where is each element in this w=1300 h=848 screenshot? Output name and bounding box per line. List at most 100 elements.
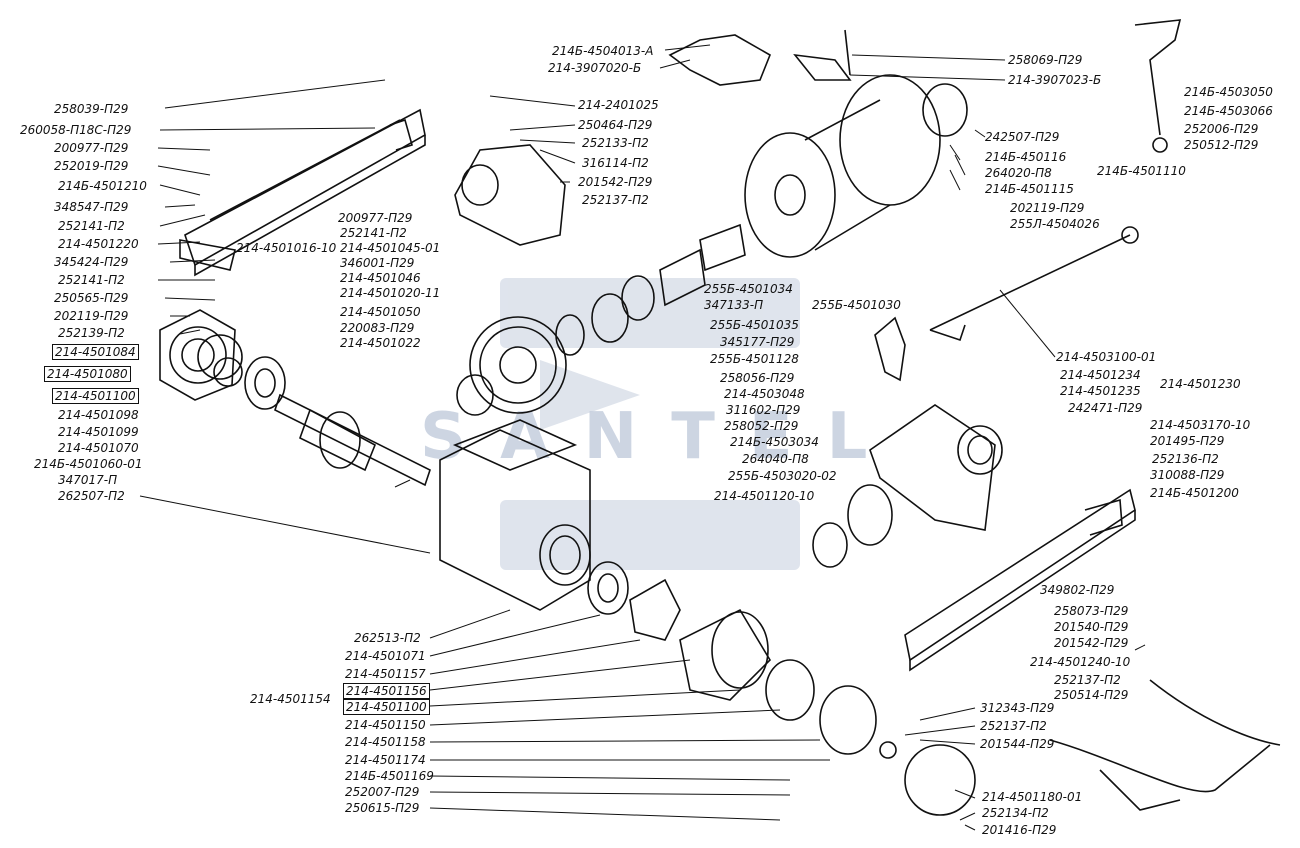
input-shaft [274, 393, 431, 487]
part-label: 250514-П29 [1054, 688, 1129, 702]
part-label: 214-4501220 [58, 237, 139, 251]
part-label-boxed: 214-4501100 [52, 388, 139, 404]
clutch-drum [679, 608, 877, 755]
part-label: 214-4501050 [340, 305, 421, 319]
part-label: 214-4501020-11 [340, 286, 441, 300]
part-label: 258056-П29 [720, 371, 795, 385]
part-label-boxed: 214-4501156 [343, 683, 430, 699]
part-label: 258039-П29 [54, 102, 129, 116]
part-label: 220083-П29 [340, 321, 415, 335]
part-label: 258069-П29 [1008, 53, 1083, 67]
part-label: 214-4501070 [58, 441, 139, 455]
part-label: 214-4501099 [58, 425, 139, 439]
part-label: 214Б-4501110 [1097, 164, 1186, 178]
part-label: 316114-П2 [582, 156, 649, 170]
part-label: 242471-П29 [1068, 401, 1143, 415]
part-label: 252136-П2 [1152, 452, 1219, 466]
part-label: 201495-П29 [1150, 434, 1225, 448]
part-label: 255Б-4501128 [710, 352, 799, 366]
part-label: 214Б-4503034 [730, 435, 819, 449]
spring-clip [1049, 679, 1281, 811]
part-label: 214-4501235 [1060, 384, 1141, 398]
part-label: 214-4501016-10 [236, 241, 337, 255]
top-right-lever [1134, 19, 1182, 153]
part-label: 250565-П29 [54, 291, 129, 305]
coupling [812, 484, 893, 568]
part-label: 214Б-4503066 [1184, 104, 1273, 118]
part-label: 250464-П29 [578, 118, 653, 132]
shift-fork [874, 316, 906, 382]
part-label: 214-4501230 [1160, 377, 1241, 391]
part-label: 214Б-4501200 [1150, 486, 1239, 500]
part-label: 214-4501240-10 [1030, 655, 1131, 669]
part-label: 201540-П29 [1054, 620, 1129, 634]
part-label: 242507-П29 [985, 130, 1060, 144]
part-label: 252137-П2 [1054, 673, 1121, 687]
part-label: 214-4501154 [250, 692, 331, 706]
control-rod [929, 226, 1139, 342]
part-label: 214-4501174 [345, 753, 426, 767]
part-label-boxed: 214-4501080 [44, 366, 131, 382]
part-label: 252019-П29 [54, 159, 129, 173]
part-label: 252137-П2 [582, 193, 649, 207]
part-label: 252007-П29 [345, 785, 420, 799]
part-label: 202119-П29 [1010, 201, 1085, 215]
part-label: 264020-П8 [985, 166, 1052, 180]
part-label: 214-4501234 [1060, 368, 1141, 382]
part-label: 214-4501157 [345, 667, 426, 681]
shift-block [869, 404, 1003, 531]
part-label: 347133-П [704, 298, 764, 312]
left-bracket [179, 108, 426, 277]
winch-drum [744, 74, 968, 258]
part-label: 252137-П2 [980, 719, 1047, 733]
part-label: 255Б-4501030 [812, 298, 901, 312]
left-bearing-cap [159, 309, 243, 401]
part-label: 214Б-4501115 [985, 182, 1074, 196]
part-label: 250615-П29 [345, 801, 420, 815]
part-label: 214-4501150 [345, 718, 426, 732]
part-label-boxed: 214-4501100 [343, 699, 430, 715]
part-label: 214Б-4503050 [1184, 85, 1273, 99]
part-label: 255Б-4501035 [710, 318, 799, 332]
part-label: 214Б-4501060-01 [34, 457, 143, 471]
part-label: 214-4501022 [340, 336, 421, 350]
part-label: 214-3907023-Б [1008, 73, 1102, 87]
top-bearing-cap [454, 144, 566, 246]
part-label: 214-4503100-01 [1056, 350, 1157, 364]
part-label: 252141-П2 [58, 273, 125, 287]
part-label: 250512-П29 [1184, 138, 1259, 152]
part-label: 260058-П18С-П29 [20, 123, 132, 137]
part-label: 214Б-4501210 [58, 179, 147, 193]
part-label: 255Л-4504026 [1010, 217, 1100, 231]
part-label: 201542-П29 [1054, 636, 1129, 650]
main-gear [456, 316, 567, 416]
part-label: 255Б-4501034 [704, 282, 793, 296]
part-label: 262507-П2 [58, 489, 125, 503]
part-label: 214-4501120-10 [714, 489, 815, 503]
part-label: 200977-П29 [54, 141, 129, 155]
part-label: 201544-П29 [980, 737, 1055, 751]
part-label: 262513-П2 [354, 631, 421, 645]
part-label: 258073-П29 [1054, 604, 1129, 618]
end-cover [879, 741, 976, 816]
right-bracket [904, 488, 1136, 672]
part-label: 214-4501158 [345, 735, 426, 749]
part-label: 255Б-4503020-02 [728, 469, 837, 483]
bottom-gasket [629, 578, 681, 641]
part-label: 348547-П29 [54, 200, 129, 214]
part-label: 214-4501098 [58, 408, 139, 422]
bottom-bearing [587, 561, 629, 615]
part-label: 312343-П29 [980, 701, 1055, 715]
part-label: 346001-П29 [340, 256, 415, 270]
part-label: 252141-П2 [58, 219, 125, 233]
cable-hook [668, 29, 852, 86]
part-label: 214-4501046 [340, 271, 421, 285]
part-label: 214Б-4504013-А [552, 44, 654, 58]
leader-lines [139, 44, 1146, 831]
part-label: 252139-П2 [58, 326, 125, 340]
part-label: 214-4503170-10 [1150, 418, 1251, 432]
part-label: 311602-П29 [726, 403, 801, 417]
part-label: 214-4501045-01 [340, 241, 441, 255]
part-label: 345424-П29 [54, 255, 129, 269]
